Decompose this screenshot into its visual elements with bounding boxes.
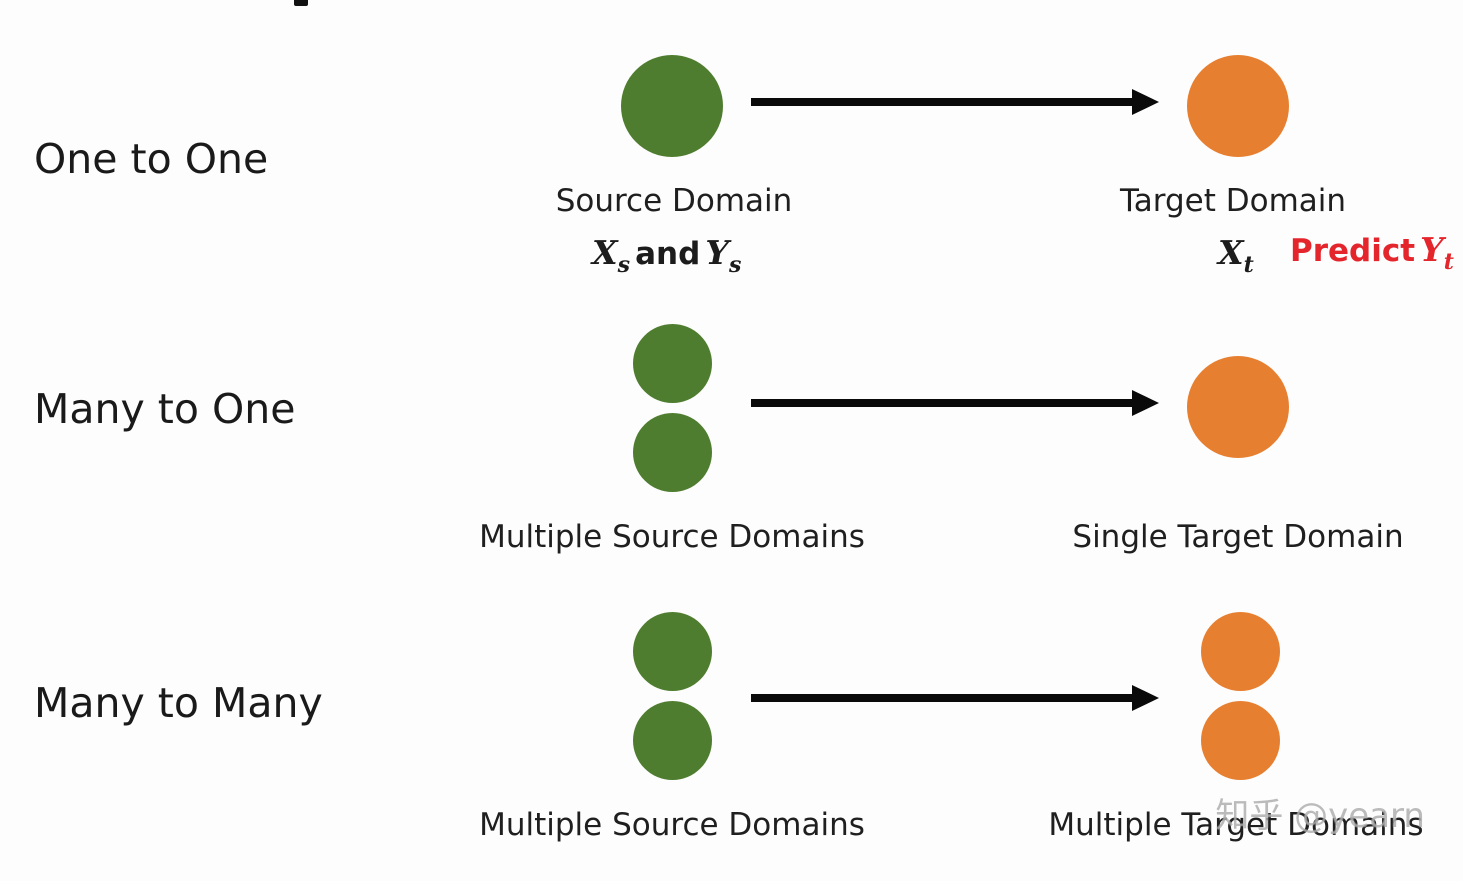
target-domain-label: Target Domain: [1119, 183, 1347, 219]
target-domain-dot: [1201, 612, 1280, 691]
source-variables: Xs and Ys: [592, 233, 741, 278]
domain-arrow-1: [751, 89, 1159, 115]
row-label-many-to-many: Many to Many: [34, 679, 323, 727]
watermark: 知乎 @yearn: [1215, 796, 1425, 836]
row-label-many-to-one: Many to One: [34, 385, 296, 433]
target-domain-label: Single Target Domain: [1072, 519, 1404, 555]
source-domain-dot: [633, 612, 712, 691]
row-label-one-to-one: One to One: [34, 135, 269, 183]
source-x-var: Xs: [592, 233, 630, 278]
source-domain-dot: [633, 701, 712, 780]
target-domain-dot: [1201, 701, 1280, 780]
target-x-var: Xt: [1218, 233, 1254, 278]
source-domain-label: Multiple Source Domains: [479, 807, 865, 843]
source-domain-dot: [621, 55, 723, 157]
and-word: and: [635, 236, 701, 272]
target-domain-dot: [1187, 55, 1289, 157]
target-domain-dot: [1187, 356, 1289, 458]
predict-label: Predict Yt: [1290, 230, 1454, 275]
domain-arrow-2: [751, 390, 1159, 416]
target-domain-label: Multiple Target Domains: [1048, 807, 1424, 843]
source-domain-dot: [633, 324, 712, 403]
domain-arrow-3: [751, 685, 1159, 711]
source-domain-label: Source Domain: [555, 183, 793, 219]
source-y-var: Ys: [705, 233, 742, 278]
source-domain-label: Multiple Source Domains: [479, 519, 865, 555]
title-fragment: [294, 0, 308, 6]
source-domain-dot: [633, 413, 712, 492]
